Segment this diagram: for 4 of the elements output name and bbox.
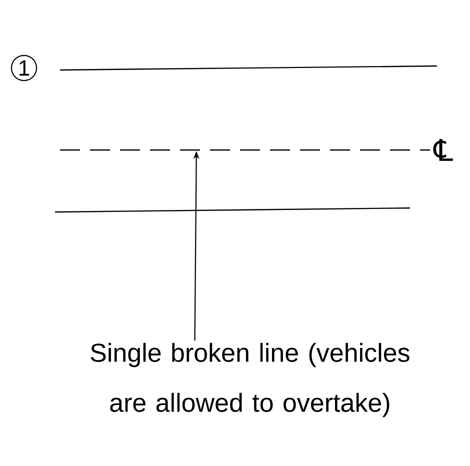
- centerline-symbol: ℄: [433, 139, 453, 161]
- circled-number: 1: [10, 54, 38, 82]
- annotation-text: Single broken line (vehicles are allowed to overtake): [90, 342, 410, 418]
- broken-line: [59, 149, 431, 151]
